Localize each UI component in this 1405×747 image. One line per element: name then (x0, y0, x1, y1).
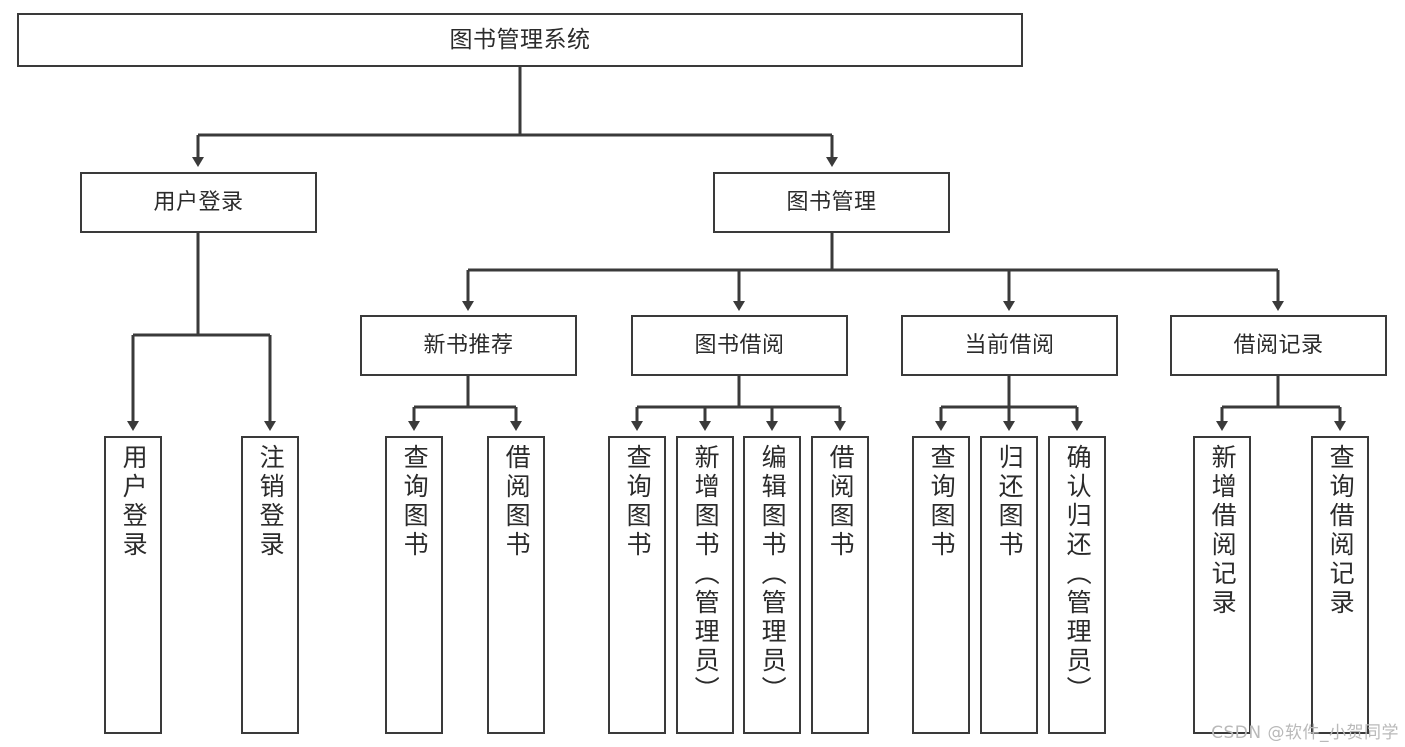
leaf-query-book-current[interactable]: 查询图书 (912, 436, 970, 734)
leaf-query-borrow-record[interactable]: 查询借阅记录 (1311, 436, 1369, 734)
leaf-user-logout[interactable]: 注销登录 (241, 436, 299, 734)
node-book-management[interactable]: 图书管理 (713, 172, 950, 233)
leaf-confirm-return-admin[interactable]: 确认归还（管理员） (1048, 436, 1106, 734)
node-label: 图书管理系统 (449, 26, 591, 53)
node-label: 借阅图书 (826, 444, 856, 560)
node-label: 图书借阅 (694, 332, 785, 358)
node-label: 借阅记录 (1233, 332, 1324, 358)
node-root-book-management-system[interactable]: 图书管理系统 (17, 13, 1023, 67)
node-label: 图书管理 (786, 189, 877, 215)
node-borrow-record[interactable]: 借阅记录 (1170, 315, 1387, 376)
node-label: 查询图书 (623, 444, 653, 560)
node-label: 查询借阅记录 (1326, 444, 1356, 618)
leaf-edit-book-admin[interactable]: 编辑图书（管理员） (743, 436, 801, 734)
node-current-borrow[interactable]: 当前借阅 (901, 315, 1118, 376)
node-label: 新书推荐 (423, 332, 514, 358)
leaf-user-login[interactable]: 用户登录 (104, 436, 162, 734)
node-label: 查询图书 (400, 444, 430, 560)
leaf-return-book[interactable]: 归还图书 (980, 436, 1038, 734)
node-label: 查询图书 (927, 444, 957, 560)
watermark-text: CSDN @软件_小贺同学 (1211, 723, 1399, 743)
node-label: 用户登录 (153, 189, 244, 215)
leaf-add-book-admin[interactable]: 新增图书（管理员） (676, 436, 734, 734)
node-new-book-recommend[interactable]: 新书推荐 (360, 315, 577, 376)
leaf-add-borrow-record[interactable]: 新增借阅记录 (1193, 436, 1251, 734)
node-label: 新增借阅记录 (1208, 444, 1238, 618)
node-user-login[interactable]: 用户登录 (80, 172, 317, 233)
node-label: 注销登录 (256, 444, 286, 560)
node-label: 借阅图书 (502, 444, 532, 560)
node-label: 新增图书（管理员） (691, 444, 721, 705)
leaf-borrow-book-recommend[interactable]: 借阅图书 (487, 436, 545, 734)
node-label: 编辑图书（管理员） (758, 444, 788, 705)
node-label: 当前借阅 (964, 332, 1055, 358)
node-book-borrow[interactable]: 图书借阅 (631, 315, 848, 376)
leaf-query-book-borrow[interactable]: 查询图书 (608, 436, 666, 734)
leaf-query-book-recommend[interactable]: 查询图书 (385, 436, 443, 734)
node-label: 归还图书 (995, 444, 1025, 560)
leaf-borrow-book[interactable]: 借阅图书 (811, 436, 869, 734)
node-label: 用户登录 (119, 444, 149, 560)
node-label: 确认归还（管理员） (1063, 444, 1093, 705)
